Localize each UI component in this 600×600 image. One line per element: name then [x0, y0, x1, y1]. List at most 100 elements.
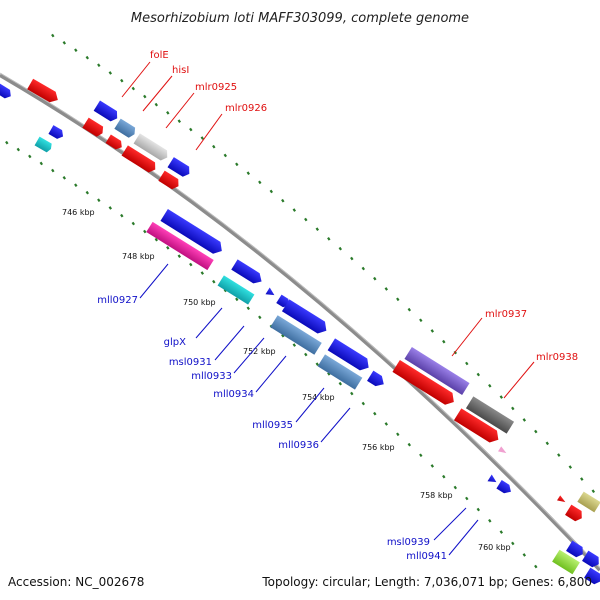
track-tick — [361, 266, 366, 271]
gene-arrow[interactable] — [584, 567, 600, 587]
track-tick — [62, 176, 67, 180]
track-tick — [108, 71, 113, 75]
gene-arrow[interactable] — [582, 550, 600, 570]
track-tick — [5, 140, 9, 145]
track-tick — [28, 154, 32, 159]
gene-arrow[interactable] — [167, 157, 192, 179]
gene-arrow[interactable] — [48, 125, 65, 141]
gene-arrow[interactable] — [276, 294, 291, 310]
tick-rows — [5, 33, 596, 569]
track-tick — [246, 306, 251, 311]
gene-arrow[interactable] — [465, 396, 515, 434]
gene-arrow[interactable] — [34, 136, 54, 154]
track-tick — [476, 507, 481, 512]
track-tick — [166, 111, 170, 115]
gene-arrow[interactable] — [160, 209, 225, 257]
gene-arrow[interactable] — [133, 133, 171, 162]
gene-label[interactable]: mll0941 — [406, 551, 447, 562]
track-tick — [143, 229, 147, 234]
gene-label[interactable]: mll0934 — [213, 389, 254, 400]
gene-label[interactable]: glpX — [164, 337, 186, 348]
scale-label: 750 kbp — [183, 298, 216, 307]
track-tick — [304, 217, 308, 222]
track-tick — [534, 429, 538, 434]
gene-arrow[interactable] — [367, 370, 387, 390]
gene-arrow[interactable] — [217, 275, 255, 305]
leader-lines — [121, 61, 535, 556]
gene-arrow[interactable] — [82, 117, 105, 139]
scale-label: 760 kbp — [478, 543, 511, 552]
gene-arrow[interactable] — [265, 287, 276, 298]
gene-label[interactable]: mll0936 — [278, 440, 319, 451]
gene-arrow[interactable] — [317, 354, 363, 390]
track-tick — [396, 432, 400, 437]
track-tick — [511, 541, 515, 546]
gene-arrow[interactable] — [496, 480, 513, 496]
gene-arrow[interactable] — [498, 446, 508, 455]
track-tick — [189, 127, 193, 132]
gene-arrow[interactable] — [404, 347, 470, 395]
gene-label[interactable]: mll0935 — [252, 420, 293, 431]
gene-features — [0, 78, 600, 587]
track-tick — [154, 102, 159, 107]
track-tick — [407, 442, 412, 447]
scale-labels: 746 kbp 748 kbp 750 kbp 752 kbp 754 kbp … — [62, 208, 511, 552]
track-tick — [557, 453, 561, 457]
gene-arrow[interactable] — [453, 408, 502, 445]
track-tick — [430, 329, 435, 333]
track-tick — [246, 171, 251, 176]
track-tick — [304, 352, 308, 357]
track-tick — [292, 343, 297, 347]
gene-arrow[interactable] — [392, 360, 457, 408]
gene-arrow[interactable] — [577, 491, 600, 513]
gene-arrow[interactable] — [281, 299, 330, 336]
track-tick — [292, 208, 297, 212]
track-tick — [74, 48, 78, 53]
gene-label[interactable]: mll0933 — [191, 371, 232, 382]
track-tick — [545, 441, 550, 446]
gene-arrow[interactable] — [231, 259, 264, 286]
gene-arrow[interactable] — [270, 315, 322, 355]
gene-label[interactable]: msl0931 — [169, 357, 212, 368]
track-tick — [212, 279, 216, 284]
gene-label[interactable]: mlr0937 — [485, 309, 527, 320]
scale-label: 758 kbp — [420, 491, 453, 500]
gene-label[interactable]: mlr0925 — [195, 82, 237, 93]
track-tick — [212, 144, 216, 149]
gene-arrow[interactable] — [487, 474, 498, 485]
gene-arrow[interactable] — [158, 170, 181, 192]
gene-arrow[interactable] — [93, 100, 121, 124]
gene-arrow[interactable] — [105, 134, 125, 152]
track-tick — [131, 86, 136, 91]
track-tick — [177, 254, 182, 258]
gene-label[interactable]: hisI — [172, 65, 189, 76]
gene-arrow[interactable] — [327, 338, 373, 373]
gene-arrow[interactable] — [114, 118, 137, 140]
track-tick — [522, 553, 527, 557]
gene-arrow[interactable] — [146, 221, 214, 271]
gene-labels-forward: folE hisI mlr0925 mlr0926 mlr0937 mlr093… — [150, 50, 578, 363]
gene-arrow[interactable] — [557, 495, 567, 504]
gene-label[interactable]: mll0927 — [97, 295, 138, 306]
accession-label: Accession: NC_002678 — [8, 575, 144, 589]
track-tick — [373, 276, 377, 281]
track-tick — [177, 119, 182, 123]
track-tick — [338, 381, 343, 386]
track-tick — [74, 183, 78, 188]
gene-arrow[interactable] — [27, 78, 61, 105]
gene-arrow[interactable] — [565, 504, 585, 524]
track-tick — [476, 372, 481, 377]
track-tick — [189, 262, 193, 267]
gene-arrow[interactable] — [0, 82, 13, 100]
gene-arrow[interactable] — [121, 145, 159, 174]
gene-label[interactable]: mlr0926 — [225, 103, 267, 114]
track-tick — [511, 406, 515, 411]
gene-arrow[interactable] — [566, 540, 586, 560]
track-tick — [430, 464, 435, 468]
track-tick — [465, 361, 469, 366]
track-tick — [51, 33, 55, 38]
gene-arrow[interactable] — [552, 549, 580, 575]
gene-label[interactable]: mlr0938 — [536, 352, 578, 363]
gene-label[interactable]: msl0939 — [387, 537, 430, 548]
gene-label[interactable]: folE — [150, 50, 169, 61]
